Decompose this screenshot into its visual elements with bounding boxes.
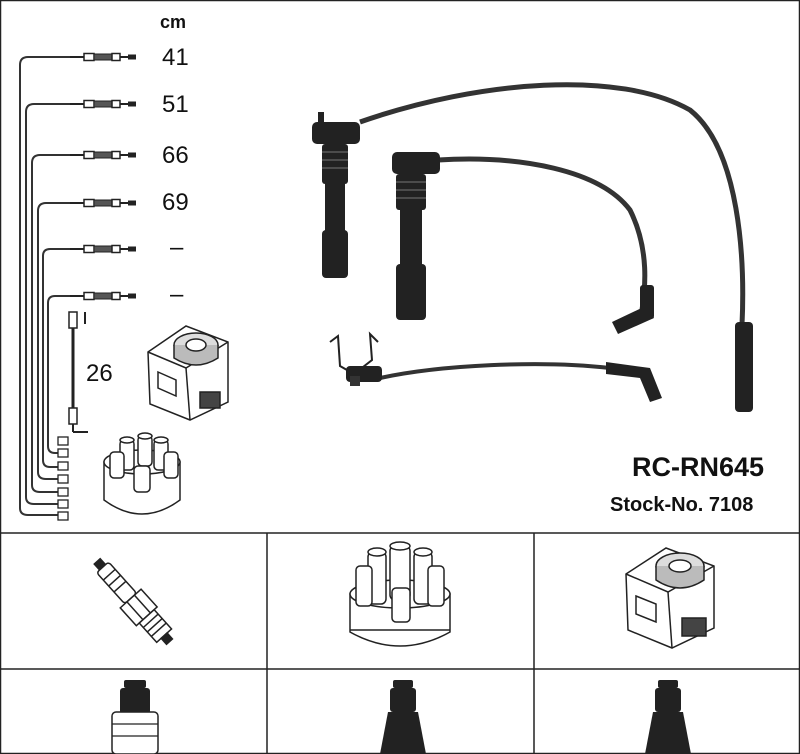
ignition-cable-set-illustration [312, 82, 753, 412]
coil-lead-drawing [68, 311, 88, 433]
length-label-3: 66 [162, 142, 189, 169]
lead-3-connectors [69, 150, 137, 160]
lead-4-connectors [69, 198, 137, 208]
lead-6-connectors [69, 291, 137, 301]
distributor-cap-small-icon [103, 432, 181, 515]
ignition-coil-boot-icon [645, 680, 691, 754]
spark-plug-boot-icon [111, 680, 159, 754]
product-code: RC-RN645 [632, 452, 765, 482]
distributor-cap-boot-icon [380, 680, 426, 754]
spark-plug-icon [93, 557, 174, 646]
coil-lead-length-label: 26 [86, 360, 113, 387]
distributor-cap-icon [349, 541, 451, 647]
length-label-1: 41 [162, 44, 189, 71]
lead-2-connectors [69, 99, 137, 109]
length-label-4: 69 [162, 189, 189, 216]
ignition-coil-icon [625, 547, 715, 649]
distributor-end-terminals [57, 436, 69, 521]
unit-label: cm [160, 12, 187, 32]
length-label-5: – [170, 234, 184, 261]
length-label-2: 51 [162, 91, 189, 118]
length-label-6: – [170, 281, 184, 308]
ignition-coil-small-icon [147, 325, 229, 421]
cable-routing-schematic [19, 56, 70, 516]
lead-5-connectors [69, 244, 137, 254]
stock-number: Stock-No. 7108 [610, 494, 754, 516]
lead-1-connectors [69, 52, 137, 62]
